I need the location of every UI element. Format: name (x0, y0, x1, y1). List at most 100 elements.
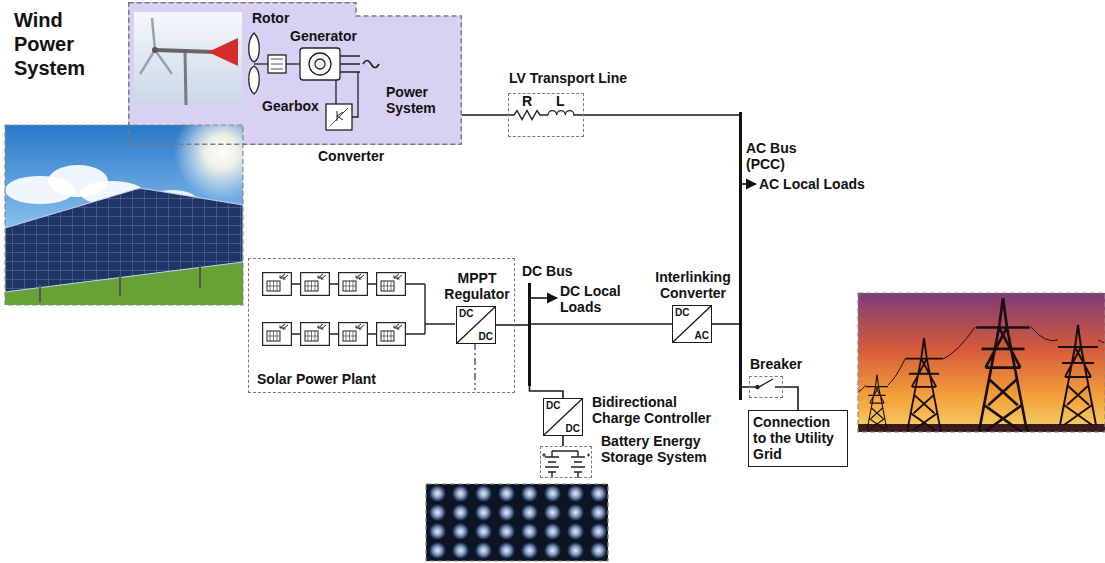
battery-symbol (542, 451, 590, 478)
part-label: Converter (318, 148, 384, 164)
grid-photo (858, 327, 1105, 392)
wind-generator-schematic (340, 56, 360, 72)
bus-wire (562, 436, 564, 446)
solar-photo (5, 104, 270, 305)
part-label: Gearbox (262, 98, 319, 114)
node-label: Bidirectional Charge Controller (592, 394, 720, 426)
load-arrow (531, 297, 557, 299)
wind-system-fill (128, 2, 462, 145)
dc-bus-bar: DC Bus (528, 283, 531, 386)
bus-wire (712, 323, 739, 325)
wind-generator-schematic (268, 55, 286, 73)
node-label: MPPT Regulator (435, 270, 519, 302)
load-label: AC Local Loads (759, 176, 865, 192)
battery-photo (426, 484, 608, 561)
battery-symbol (542, 453, 590, 457)
wind-generator-schematic (271, 59, 283, 69)
wind-turbine-photo (140, 18, 172, 74)
solar-plant-box: MPPT RegulatorDCDCSolar Power Plant (248, 258, 515, 393)
solar-photo (5, 125, 243, 305)
wind-generator-schematic (363, 61, 379, 68)
pv-array-symbol (292, 284, 455, 334)
component-symbol-label: R (522, 93, 532, 109)
wind-generator-schematic (254, 63, 268, 64)
wind-system-outline (128, 2, 462, 145)
wind-turbine-photo (134, 12, 242, 105)
converter-diagonal (673, 306, 711, 342)
battery-photo (426, 484, 608, 561)
pv-array-symbol (377, 323, 406, 346)
grid-photo (905, 338, 943, 432)
node-label: Solar Power Plant (257, 371, 457, 387)
charge-controller: Bidirectional Charge ControllerDCDC (543, 398, 583, 436)
utility-grid-box: Connection to the Utility Grid (748, 410, 848, 467)
wind-turbine-photo (155, 50, 215, 52)
bus-wire (584, 114, 739, 116)
wind-generator-schematic (335, 80, 336, 104)
wind-system-box: Wind Power System (128, 2, 462, 145)
wind-generator-schematic (286, 63, 300, 64)
grid-photo (866, 375, 888, 430)
transport-line-box: LV Transport Line (508, 93, 584, 137)
node-label: Breaker (750, 356, 820, 372)
pv-array-symbol (301, 273, 330, 296)
grid-photo (976, 298, 1030, 432)
wind-turbine-photo (134, 12, 242, 105)
solar-photo (174, 125, 243, 200)
converter-diagonal (457, 307, 495, 343)
pv-array-symbol (474, 343, 475, 390)
rl-line-symbol (508, 111, 584, 120)
component-symbol-label: L (556, 93, 565, 109)
breaker-symbol (756, 386, 759, 389)
bus-wire (530, 386, 564, 398)
breaker-box: Breaker (749, 376, 783, 398)
converter-port-label: DC (566, 423, 580, 434)
pv-array-symbol (339, 323, 368, 346)
bus-wire (531, 323, 672, 325)
breaker-symbol (750, 379, 782, 389)
pv-array-symbol (301, 323, 330, 346)
part-label: Rotor (252, 10, 289, 26)
node-label: Interlinking Converter (650, 269, 736, 301)
node-label: Battery Energy Storage System (601, 433, 713, 465)
rl-line-symbol (508, 111, 548, 120)
grid-photo (858, 293, 1105, 432)
bus-wire (742, 386, 749, 388)
wind-generator-schematic (330, 108, 348, 126)
part-label: Power System (386, 84, 458, 116)
mppt-converter: MPPT RegulatorDCDC (456, 306, 496, 344)
pv-array-symbol (263, 273, 292, 296)
wind-generator-schematic (352, 72, 358, 117)
battery-box: Battery Energy Storage System (540, 446, 592, 478)
node-label: Connection to the Utility Grid (753, 414, 843, 462)
battery-symbol (545, 451, 585, 478)
wind-system-outline (129, 3, 462, 145)
wind-generator-schematic (309, 53, 331, 75)
wind-generator-schematic (337, 111, 343, 121)
node-label: LV Transport Line (509, 70, 649, 86)
wind-generator-schematic (249, 33, 379, 130)
wind-turbine-photo (185, 52, 186, 105)
node-label: AC Bus (PCC) (746, 140, 808, 172)
ac-bus-bar: AC Bus (PCC) (739, 112, 742, 400)
wind-generator-schematic (326, 104, 352, 130)
solar-photo (5, 188, 243, 292)
converter-diagonal (544, 399, 582, 435)
wind-turbine-photo (152, 47, 158, 53)
solar-photo (5, 125, 243, 305)
load-arrow (742, 183, 756, 185)
wind-generator-schematic (300, 48, 340, 80)
converter-port-label: DC (546, 400, 560, 411)
breaker-symbol (750, 379, 782, 387)
node-label: DC Bus (522, 263, 592, 279)
pv-array-symbol (263, 323, 292, 346)
converter-port-label: DC (459, 308, 473, 319)
interlinking-converter: Interlinking ConverterDCAC (672, 305, 712, 343)
bus-wire (462, 114, 508, 116)
load-label: DC Local Loads (560, 283, 632, 315)
pv-array-symbol (377, 273, 406, 296)
converter-port-label: DC (675, 307, 689, 318)
converter-port-label: DC (479, 331, 493, 342)
